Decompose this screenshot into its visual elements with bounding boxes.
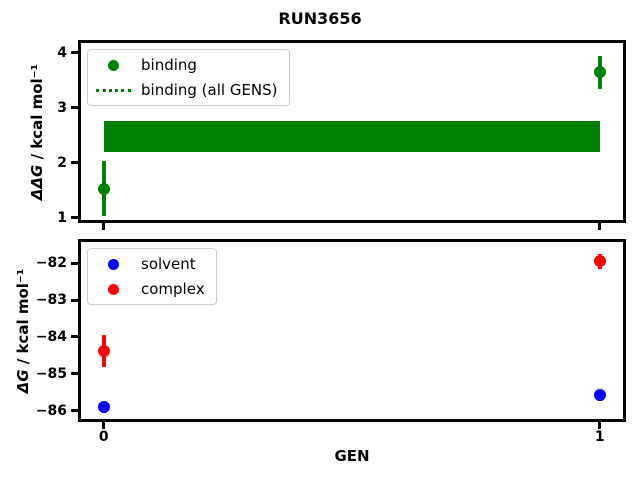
legend-item-solvent: solvent	[95, 255, 205, 273]
y-tick-label: 4	[57, 44, 67, 61]
legend-handle	[95, 59, 132, 71]
legend-item-binding: binding	[95, 56, 278, 74]
legend-handle	[95, 88, 132, 92]
x-tick-mark	[102, 422, 106, 429]
x-tick-label: 1	[594, 429, 605, 445]
y-tick-label: 3	[57, 99, 67, 116]
legend-handle	[95, 258, 132, 270]
legend-marker-icon	[108, 283, 119, 295]
data-point-solvent-gen1	[593, 389, 606, 402]
y-tick-label: −85	[35, 365, 67, 382]
legend-dotted-line-icon	[96, 88, 131, 92]
x-tick-mark	[102, 223, 106, 230]
legend-item-complex: complex	[95, 280, 205, 298]
free-energy-legend: solvent complex	[87, 248, 217, 305]
y-tick-label: −84	[35, 328, 67, 345]
x-tick-mark	[598, 422, 602, 429]
y-tick-mark	[71, 298, 78, 302]
data-point-complex-gen1	[593, 255, 606, 268]
y-tick-label: −83	[35, 292, 67, 309]
all-gens-band	[103, 121, 600, 152]
y-tick-label: 1	[57, 209, 67, 226]
x-tick-label: 0	[98, 429, 109, 445]
binding-ylabel-units: / kcal mol⁻¹	[28, 63, 46, 165]
legend-label: binding	[141, 56, 197, 74]
binding-legend: binding binding (all GENS)	[87, 49, 290, 106]
y-tick-mark	[71, 409, 78, 413]
legend-label: solvent	[141, 255, 196, 273]
y-tick-label: 2	[57, 154, 67, 171]
legend-label: binding (all GENS)	[141, 81, 278, 99]
free-energy-panel: ΔG / kcal mol⁻¹ solvent complex −82 −83 −84…	[14, 239, 626, 444]
legend-item-binding-all-gens-: binding (all GENS)	[95, 81, 278, 99]
free-energy-ylabel-math: ΔG	[14, 368, 32, 393]
y-tick-mark	[71, 106, 78, 110]
binding-ylabel-math: ΔΔG	[28, 164, 46, 200]
y-tick-mark	[71, 161, 78, 165]
y-tick-mark	[71, 261, 78, 265]
data-point-binding-gen0	[97, 182, 110, 195]
legend-marker-icon	[108, 258, 119, 270]
y-tick-label: −86	[35, 402, 67, 419]
free-energy-ylabel-units: / kcal mol⁻¹	[14, 268, 32, 369]
free-energy-y-axis-label: ΔG / kcal mol⁻¹	[14, 268, 32, 393]
legend-label: complex	[141, 280, 205, 298]
binding-y-axis-label: ΔΔG / kcal mol⁻¹	[28, 63, 46, 199]
y-tick-label: −82	[35, 255, 67, 272]
x-axis-label: GEN	[334, 447, 370, 465]
legend-handle	[95, 283, 132, 295]
data-point-complex-gen0	[97, 344, 110, 357]
y-tick-mark	[71, 372, 78, 376]
x-tick-mark	[598, 223, 602, 230]
data-point-binding-gen1	[593, 66, 606, 79]
binding-panel: ΔΔG / kcal mol⁻¹ binding binding (all GEN…	[28, 40, 626, 230]
y-tick-mark	[71, 335, 78, 339]
legend-marker-icon	[108, 59, 119, 71]
y-tick-mark	[71, 216, 78, 220]
data-point-solvent-gen0	[97, 400, 110, 413]
y-tick-mark	[71, 51, 78, 55]
chart-title: RUN3656	[278, 9, 362, 28]
